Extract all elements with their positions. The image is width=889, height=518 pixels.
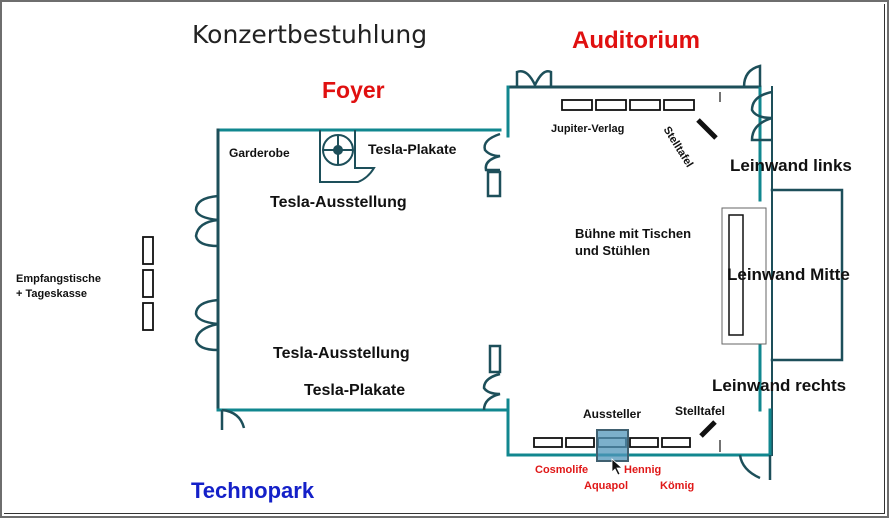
room-label-technopark: Technopark [191, 478, 315, 503]
label-stelltafel-bottom: Stelltafel [675, 404, 726, 418]
label-leinwand-rechts: Leinwand rechts [712, 376, 847, 395]
stelltafel-bottom-board [699, 420, 717, 438]
label-tesla-plakate-bottom: Tesla-Plakate [304, 382, 406, 399]
door-foyer-left-upper [194, 194, 219, 248]
label-buehne-line1: Bühne mit Tischen [575, 226, 692, 241]
room-label-auditorium: Auditorium [572, 27, 700, 54]
page-title: Konzertbestuhlung [192, 20, 428, 49]
table [561, 99, 593, 111]
door-auditorium-topright [742, 64, 762, 88]
table [663, 99, 695, 111]
table [629, 437, 659, 448]
label-garderobe: Garderobe [229, 146, 290, 160]
label-tesla-ausstellung-bottom: Tesla-Ausstellung [273, 345, 410, 362]
exhibitor-cosmolife: Cosmolife [535, 464, 589, 476]
exhibitor-koemig: Kömig [660, 480, 695, 492]
label-tesla-plakate-top: Tesla-Plakate [368, 141, 457, 157]
table [533, 437, 563, 448]
image-frame-inner [4, 4, 885, 514]
table [595, 99, 627, 111]
exhibitor-aquapol: Aquapol [584, 480, 628, 492]
garderobe-stair [319, 130, 376, 183]
stage-extension [770, 188, 844, 362]
door-auditorium-top [515, 70, 553, 88]
label-empfang-line1: Empfangstische [16, 273, 101, 285]
stelltafel-top-board [696, 118, 718, 140]
door-auditorium-right-a [750, 90, 773, 120]
reception-tables [142, 236, 154, 331]
screen-outer [721, 207, 767, 345]
label-buehne-line2: und Stühlen [575, 243, 651, 258]
door-auditorium-bottomright [738, 454, 772, 480]
label-empfang-line2: + Tageskasse [16, 288, 88, 300]
label-jupiter-verlag: Jupiter-Verlag [551, 123, 625, 135]
door-foyer-right-bottom [482, 372, 501, 411]
label-tesla-ausstellung-top: Tesla-Ausstellung [270, 194, 407, 211]
table [142, 269, 154, 298]
door-foyer-right-top-post [486, 170, 502, 198]
table [142, 302, 154, 331]
mouse-cursor-icon [611, 458, 624, 476]
table [565, 437, 595, 448]
jupiter-tables [561, 99, 695, 111]
exhibitor-hennig: Hennig [624, 464, 662, 476]
door-foyer-right-bottom-post [488, 344, 502, 374]
table [661, 437, 691, 448]
label-leinwand-mitte: Leinwand Mitte [727, 265, 850, 284]
table [142, 236, 154, 265]
door-foyer-right-top [483, 132, 501, 172]
screen-inner [728, 214, 744, 336]
door-foyer-bottom [220, 408, 246, 430]
room-label-foyer: Foyer [322, 77, 385, 103]
label-aussteller: Aussteller [583, 407, 642, 421]
door-auditorium-right-b [750, 116, 773, 142]
label-leinwand-links: Leinwand links [730, 156, 852, 175]
table [629, 99, 661, 111]
door-foyer-left-lower [194, 298, 219, 352]
